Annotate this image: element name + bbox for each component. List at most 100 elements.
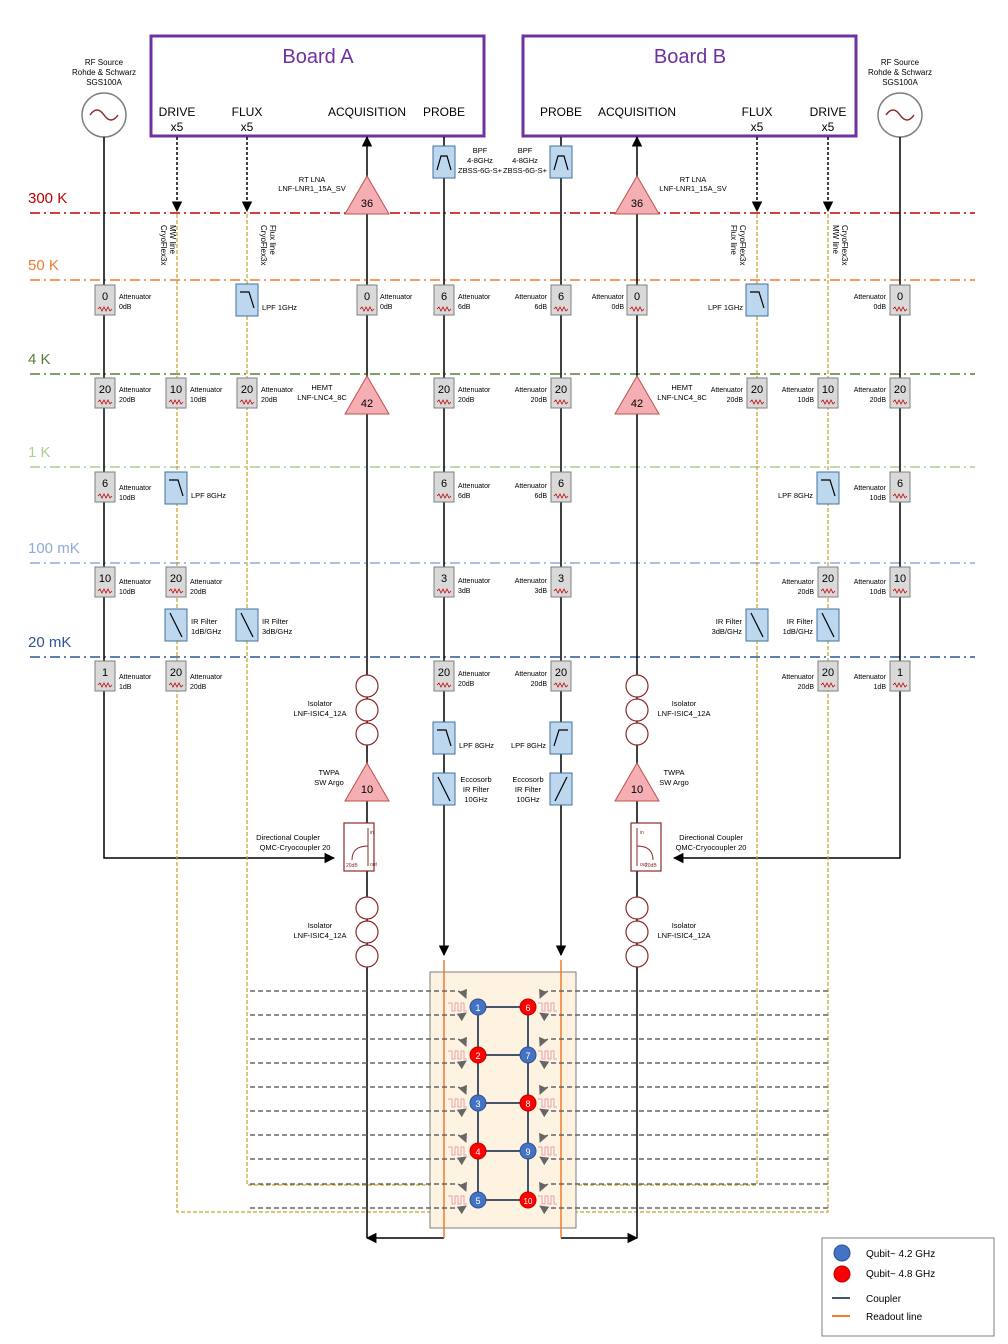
rf-source-left-line2: Rohde & Schwarz [72, 68, 136, 77]
twpa-b-label1: TWPA [663, 768, 684, 777]
mw-line-label-b-1: CryoFlex3x [840, 225, 849, 265]
svg-text:10dB: 10dB [119, 495, 136, 502]
board-a-flux-mult: x5 [241, 120, 254, 134]
lpf-8ghz-drive-a [164, 471, 188, 505]
lpf-1ghz-a-label: LPF 1GHz [262, 303, 297, 312]
svg-text:10dB: 10dB [870, 495, 887, 502]
svg-text:1: 1 [102, 667, 108, 679]
rt-lna-b-value: 36 [631, 198, 643, 210]
lowpass-icon [240, 291, 255, 309]
svg-text:20: 20 [170, 573, 182, 585]
svg-text:20: 20 [99, 384, 111, 396]
svg-text:6dB: 6dB [535, 493, 548, 500]
svg-text:Attenuator: Attenuator [458, 483, 491, 490]
lowpass-icon [821, 479, 836, 497]
svg-text:3dB: 3dB [535, 588, 548, 595]
board-a-port-probe: PROBE [423, 105, 465, 119]
svg-text:0dB: 0dB [119, 304, 132, 311]
legend-coupler-label: Coupler [866, 1294, 902, 1305]
coupler-b-out: out [640, 862, 648, 868]
svg-text:0dB: 0dB [874, 304, 887, 311]
directional-coupler-a: in out 20dB Directional Coupler QMC-Cryo… [256, 822, 378, 872]
legend-qubit-red-swatch [833, 1265, 851, 1283]
legend-readout-label: Readout line [866, 1312, 923, 1323]
board-b-port-flux: FLUX [742, 105, 773, 119]
rt-lna-a-label1: RT LNA [299, 175, 325, 184]
svg-text:1dB: 1dB [874, 684, 887, 691]
svg-text:Attenuator: Attenuator [854, 674, 887, 681]
ir-filter-icon [169, 612, 183, 638]
rt-lna-a-label2: LNF-LNR1_15A_SV [278, 184, 346, 193]
hemt-b-value: 42 [631, 398, 643, 410]
coupler-a-label1: Directional Coupler [256, 833, 320, 842]
svg-text:10: 10 [170, 384, 182, 396]
eccosorb-b-label2: IR Filter [515, 785, 542, 794]
qubit-1-label: 1 [475, 1003, 480, 1013]
ir-filter-flux-b-label2: 3dB/GHz [712, 627, 743, 636]
board-b: Board B PROBE ACQUISITION FLUX DRIVE x5 … [521, 34, 858, 138]
isolator-a-lower [355, 896, 379, 968]
isolator-a-upper-label1: Isolator [308, 699, 333, 708]
qubit-3: 3 [469, 1094, 487, 1112]
svg-text:Attenuator: Attenuator [458, 387, 491, 394]
legend-qubit-blue-swatch [833, 1244, 851, 1262]
hemt-a-label2: LNF-LNC4_8C [297, 393, 347, 402]
svg-text:20dB: 20dB [531, 681, 548, 688]
svg-text:20dB: 20dB [870, 397, 887, 404]
twpa-a [344, 762, 390, 802]
svg-text:20: 20 [438, 667, 450, 679]
svg-text:Attenuator: Attenuator [782, 387, 815, 394]
qubit-9: 9 [519, 1142, 537, 1160]
board-a-port-acquisition: ACQUISITION [328, 105, 406, 119]
legend-qubit-red-label: Qubit~ 4.8 GHz [866, 1269, 935, 1280]
svg-text:Attenuator: Attenuator [854, 387, 887, 394]
qubit-6: 6 [519, 998, 537, 1016]
eccosorb-b-label3: 10GHz [516, 795, 540, 804]
isolator-labels: Isolator LNF-ISIC4_12A Isolator LNF-ISIC… [294, 699, 711, 940]
bandpass-icon [553, 155, 569, 171]
bpf-b-label2: 4-8GHz [512, 156, 538, 165]
board-b-drive-mult: x5 [822, 120, 835, 134]
svg-text:Attenuator: Attenuator [119, 387, 152, 394]
source-line-left [103, 137, 336, 864]
mw-line-a [176, 214, 457, 1213]
isolator-a-upper [355, 674, 379, 746]
isolator-a-lower-label1: Isolator [308, 921, 333, 930]
svg-text:0: 0 [364, 291, 370, 303]
svg-text:20dB: 20dB [531, 397, 548, 404]
eccosorb-a-label2: IR Filter [463, 785, 490, 794]
lpf-8ghz-drive-b [816, 471, 840, 505]
svg-text:Attenuator: Attenuator [190, 387, 223, 394]
hemt-b-label2: LNF-LNC4_8C [657, 393, 707, 402]
svg-text:20: 20 [822, 573, 834, 585]
bandpass-icon [436, 155, 452, 171]
eccosorb-a-label1: Eccosorb [460, 775, 491, 784]
lpf-8ghz-probe-a [432, 721, 456, 755]
coupler-b-label2: QMC-Cryocoupler 20 [676, 843, 747, 852]
lowpass-icon [750, 291, 765, 309]
svg-text:Attenuator: Attenuator [458, 578, 491, 585]
svg-text:Attenuator: Attenuator [119, 485, 152, 492]
lpf-8ghz-drive-a-label: LPF 8GHz [191, 491, 226, 500]
svg-text:Attenuator: Attenuator [380, 294, 413, 301]
isolator-b-upper-label1: Isolator [672, 699, 697, 708]
qubit-3-label: 3 [475, 1099, 480, 1109]
hemt-b-label1: HEMT [671, 383, 693, 392]
svg-text:Attenuator: Attenuator [515, 483, 548, 490]
qubit-2-label: 2 [475, 1051, 480, 1061]
hemt-a [344, 375, 390, 415]
svg-text:20: 20 [241, 384, 253, 396]
